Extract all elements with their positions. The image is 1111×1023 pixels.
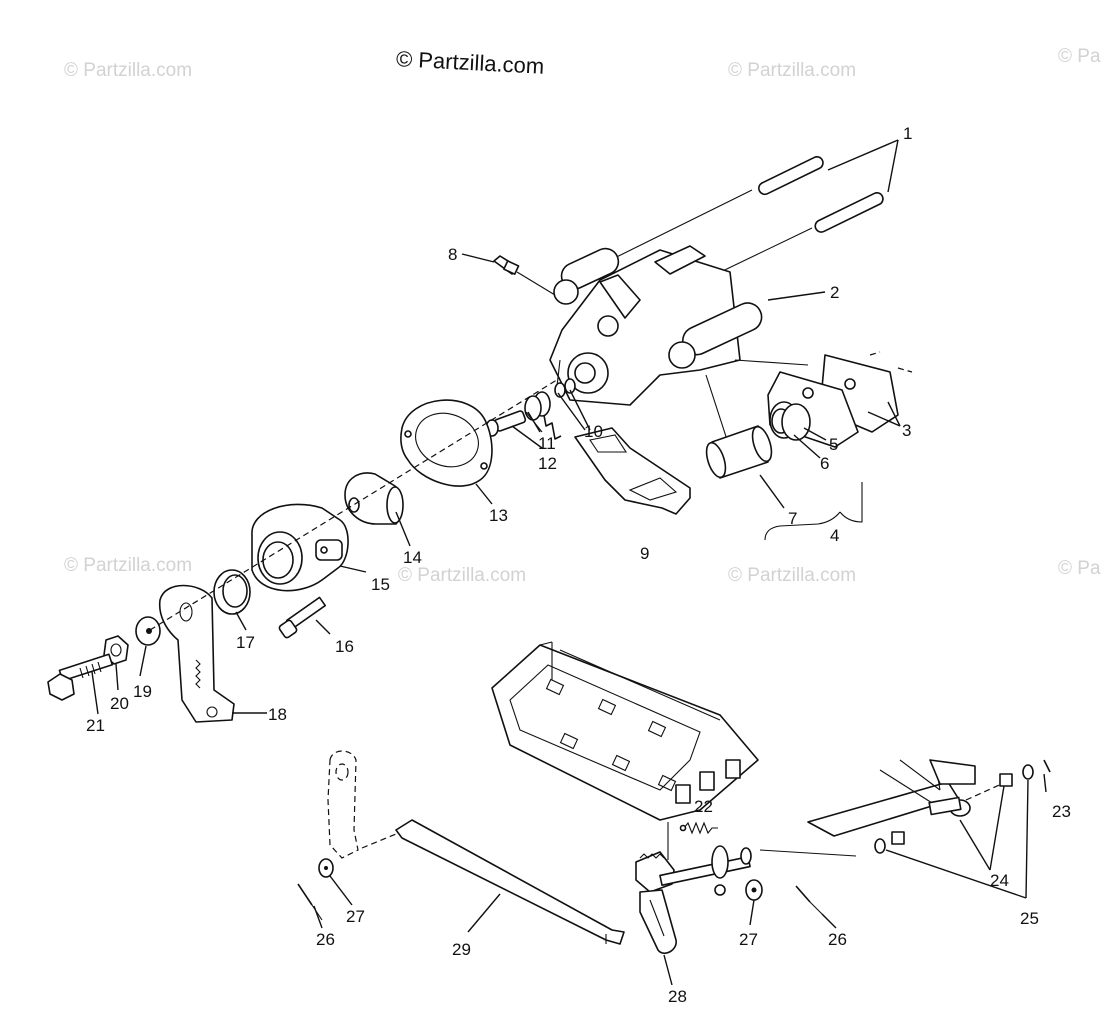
callout-23: 23 [1052,802,1071,821]
callout-3: 3 [902,421,911,440]
callout-25: 25 [1020,909,1039,928]
cam-cup [344,472,404,525]
callout-9: 9 [640,544,649,563]
callout-18: 18 [268,705,287,724]
brake-pedal [635,845,752,955]
callout-15: 15 [371,575,390,594]
callout-7: 7 [788,509,797,528]
leader-lines [91,139,1047,986]
callout-26-left: 26 [316,930,335,949]
watermark-mid-center: © Partzilla.com [398,565,527,586]
callout-2: 2 [830,283,839,302]
callout-28: 28 [668,987,687,1006]
callout-29: 29 [452,940,471,959]
callout-27-left: 27 [346,907,365,926]
pedal-mount [759,759,1051,857]
callout-10: 10 [584,422,603,441]
cotter-pin-right [745,879,827,919]
center-axis [149,377,561,631]
pad-spring-plate [574,427,691,515]
callout-24: 24 [990,871,1009,890]
watermark-edge-mid: © Pa [1058,558,1101,579]
watermark-mid-left: © Partzilla.com [64,555,193,576]
callout-4: 4 [830,526,839,545]
callout-20: 20 [110,694,129,713]
return-spring [679,821,718,835]
brake-lever [158,584,235,723]
gasket [400,399,493,487]
lever-ghost-view [327,750,359,859]
bleeder-screw [493,255,556,296]
callout-26-right: 26 [828,930,847,949]
callout-12: 12 [538,454,557,473]
spring-and-bolt [485,378,576,440]
bracket-4 [764,482,863,541]
callout-8: 8 [448,245,457,264]
screw [278,596,327,639]
watermark-top-right: © Partzilla.com [728,60,857,81]
lever-housing [251,503,349,592]
callout-16: 16 [335,637,354,656]
bolt-nut-washer [47,616,161,701]
callout-labels: 1 2 3 4 5 6 7 8 9 10 11 12 13 14 15 16 1… [86,124,1071,1006]
callout-22: 22 [694,797,713,816]
callout-19: 19 [133,682,152,701]
callout-11: 11 [538,434,556,453]
callout-14: 14 [403,548,422,567]
piston [705,425,773,479]
callout-1: 1 [903,124,912,143]
watermark-mid-right: © Partzilla.com [728,565,857,586]
callout-17: 17 [236,633,255,652]
watermark-top-left: © Partzilla.com [64,60,193,81]
callout-5: 5 [829,435,838,454]
brake-rod [361,819,625,945]
seal-ring [213,569,251,615]
running-board [491,641,759,860]
callout-27-right: 27 [739,930,758,949]
callout-13: 13 [489,506,508,525]
piston-seal [769,401,811,441]
callout-6: 6 [820,454,829,473]
callout-21: 21 [86,716,105,735]
watermark-edge-top: © Pa [1058,46,1101,67]
caliper-body [549,245,763,406]
